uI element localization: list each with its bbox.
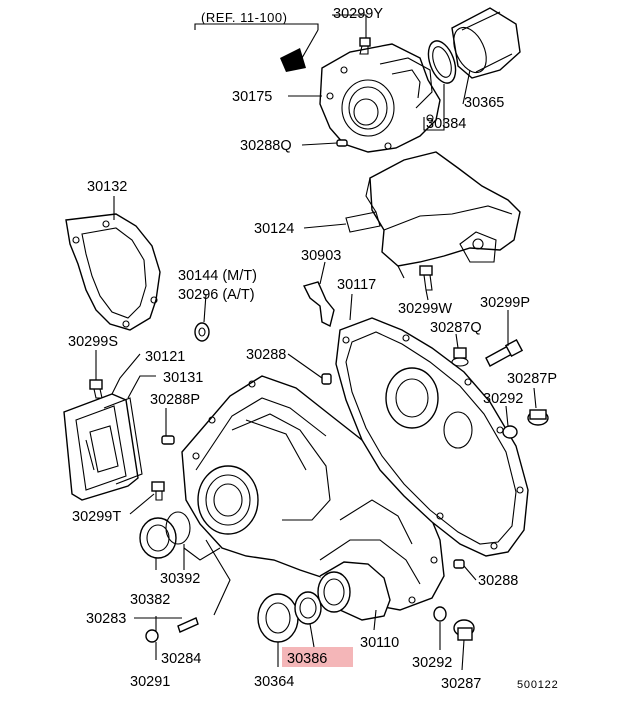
part-label-30299P[interactable]: 30299P <box>480 295 530 311</box>
part-label-30365[interactable]: 30365 <box>464 95 504 111</box>
part-label-30175[interactable]: 30175 <box>232 89 272 105</box>
part-label-30124[interactable]: 30124 <box>254 221 294 237</box>
bolt-part <box>151 481 165 501</box>
figure-number: 500122 <box>517 679 559 691</box>
dust-seal-part <box>294 591 322 625</box>
part-label-30292-lower[interactable]: 30292 <box>412 655 452 671</box>
part-label-30287P[interactable]: 30287P <box>507 371 557 387</box>
reference-bracket <box>194 23 319 72</box>
part-label-30132[interactable]: 30132 <box>87 179 127 195</box>
part-label-30364[interactable]: 30364 <box>254 674 294 690</box>
part-label-30110[interactable]: 30110 <box>360 635 399 651</box>
rear-housing-part <box>319 43 441 153</box>
part-label-30903[interactable]: 30903 <box>301 248 341 264</box>
part-label-30288-upper[interactable]: 30288 <box>246 347 286 363</box>
dowel-pin-part <box>336 139 348 147</box>
part-label-30117[interactable]: 30117 <box>337 277 376 293</box>
part-label-30392[interactable]: 30392 <box>160 571 200 587</box>
plug-part <box>527 409 549 426</box>
ref-note: (REF. 11-100) <box>201 10 287 25</box>
gasket-washer-part <box>433 606 447 622</box>
selected-part-highlight <box>282 647 353 667</box>
part-label-30386[interactable]: 30386 <box>287 651 327 667</box>
drain-plug-part <box>453 619 475 641</box>
part-label-30384[interactable]: 30384 <box>426 116 466 132</box>
extension-housing-part <box>317 561 391 621</box>
part-label-30296-at[interactable]: 30296 (A/T) <box>178 287 255 303</box>
part-label-30131[interactable]: 30131 <box>163 370 203 386</box>
gasket-washer-part <box>502 425 518 439</box>
part-label-30144-mt[interactable]: 30144 (M/T) <box>178 268 257 284</box>
gasket-part <box>103 397 143 485</box>
part-label-30288-lower[interactable]: 30288 <box>478 573 518 589</box>
part-label-30283[interactable]: 30283 <box>86 611 126 627</box>
transfer-plate-part <box>335 317 529 557</box>
dowel-pin-part <box>161 435 175 445</box>
nut-part <box>145 629 159 643</box>
dowel-pin-part <box>453 559 465 569</box>
side-cover-part <box>63 393 139 501</box>
part-label-30288P[interactable]: 30288P <box>150 392 200 408</box>
part-label-30287[interactable]: 30287 <box>441 676 481 692</box>
plug-part <box>451 347 469 367</box>
dowel-pin-part <box>321 373 332 385</box>
bolt-part <box>359 37 371 55</box>
part-label-30299W[interactable]: 30299W <box>398 301 452 317</box>
part-label-30299S[interactable]: 30299S <box>68 334 118 350</box>
snap-ring-part <box>165 511 191 545</box>
oil-seal-part <box>139 517 177 559</box>
part-label-30299T[interactable]: 30299T <box>72 509 121 525</box>
dust-boot-part <box>451 7 521 79</box>
bracket-part <box>302 281 335 328</box>
ring-part <box>427 40 457 84</box>
bolt-part <box>89 379 103 399</box>
part-label-30382[interactable]: 30382 <box>130 592 170 608</box>
oil-seal-part <box>257 593 299 643</box>
part-label-30292-upper[interactable]: 30292 <box>483 391 523 407</box>
part-label-30121[interactable]: 30121 <box>145 349 185 365</box>
transfer-cover-part <box>345 151 521 279</box>
part-label-30284[interactable]: 30284 <box>161 651 201 667</box>
gasket-part <box>65 213 161 331</box>
leader-lines <box>95 14 537 671</box>
part-label-30288Q[interactable]: 30288Q <box>240 138 292 154</box>
part-label-30299Y[interactable]: 30299Y <box>333 6 383 22</box>
stud-bolt-part <box>177 617 199 633</box>
bolt-part <box>419 265 433 291</box>
seal-washer-part <box>194 322 210 342</box>
part-label-30291[interactable]: 30291 <box>130 674 170 690</box>
part-label-30287Q[interactable]: 30287Q <box>430 320 482 336</box>
transfer-case-housing-part <box>181 375 445 611</box>
bolt-part <box>485 338 524 367</box>
